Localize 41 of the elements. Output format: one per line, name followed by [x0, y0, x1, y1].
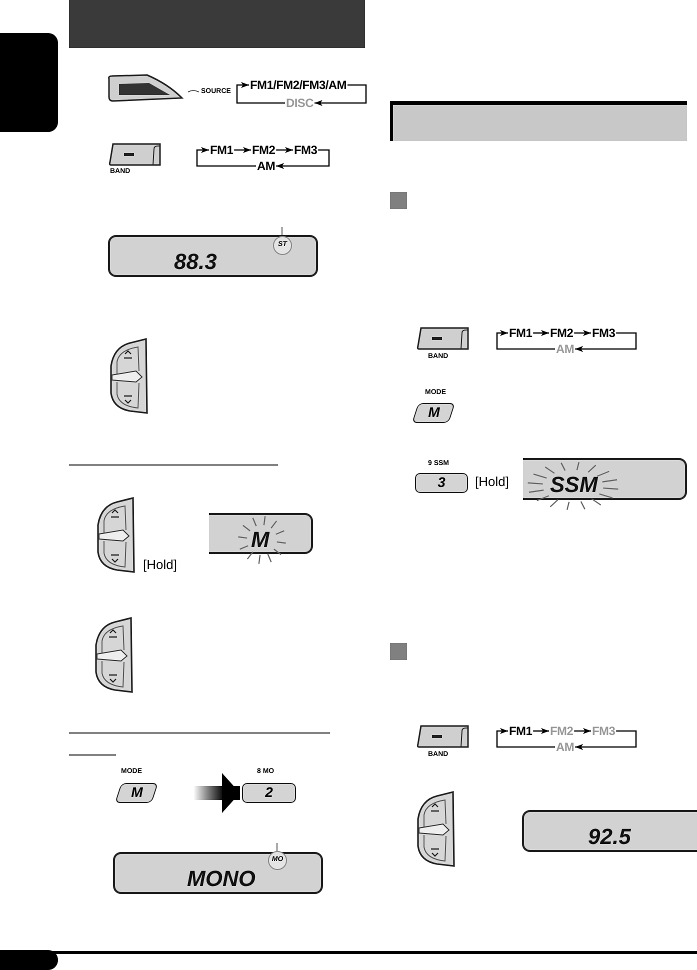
band-option: FM3 — [592, 326, 616, 340]
band-option: FM2 — [550, 326, 574, 340]
band-option: FM2 — [550, 724, 574, 738]
cycle-arrow — [533, 330, 549, 336]
cycle-arrow — [276, 147, 293, 153]
cycle-arrow — [574, 728, 591, 734]
band-option: FM3 — [294, 143, 318, 157]
display-symbol: M — [251, 528, 270, 552]
cycle-arrow — [276, 149, 330, 169]
band-option: AM — [556, 740, 574, 754]
hold-note: [Hold] — [475, 474, 509, 489]
hold-note: [Hold] — [143, 557, 177, 572]
cycle-arrow — [234, 147, 251, 153]
language-tab — [0, 33, 58, 132]
display-readout: MONO — [187, 867, 256, 891]
cycle-arrow — [314, 84, 367, 106]
frequency-readout: 88.3 — [174, 250, 217, 274]
mode-button: M — [412, 403, 456, 423]
band-option: AM — [257, 159, 276, 173]
band-option: FM1 — [210, 143, 234, 157]
band-option: FM1 — [509, 724, 532, 738]
band-option: AM — [556, 342, 574, 356]
page-number-tab — [0, 950, 58, 970]
frequency-readout: 92.5 — [588, 825, 631, 849]
band-option: FM1 — [509, 326, 532, 340]
cycle-arrow — [496, 728, 555, 748]
cycle-arrow — [575, 332, 637, 352]
band-option: FM3 — [592, 724, 616, 738]
cycle-arrow — [575, 730, 637, 750]
cycle-arrow — [533, 728, 549, 734]
band-option: FM2 — [252, 143, 276, 157]
display-symbol: SSM — [550, 473, 598, 497]
cycle-arrow — [574, 330, 591, 336]
mode-button: M — [114, 783, 158, 803]
preset-button: 3 — [415, 473, 468, 493]
preset-button: 2 — [242, 783, 296, 803]
band-option: FM1/FM2/FM3/AM — [250, 78, 346, 92]
cycle-arrow — [496, 330, 555, 350]
band-option: DISC — [286, 96, 314, 110]
cycle-arrow — [196, 147, 256, 167]
cycle-arrow — [236, 82, 285, 104]
